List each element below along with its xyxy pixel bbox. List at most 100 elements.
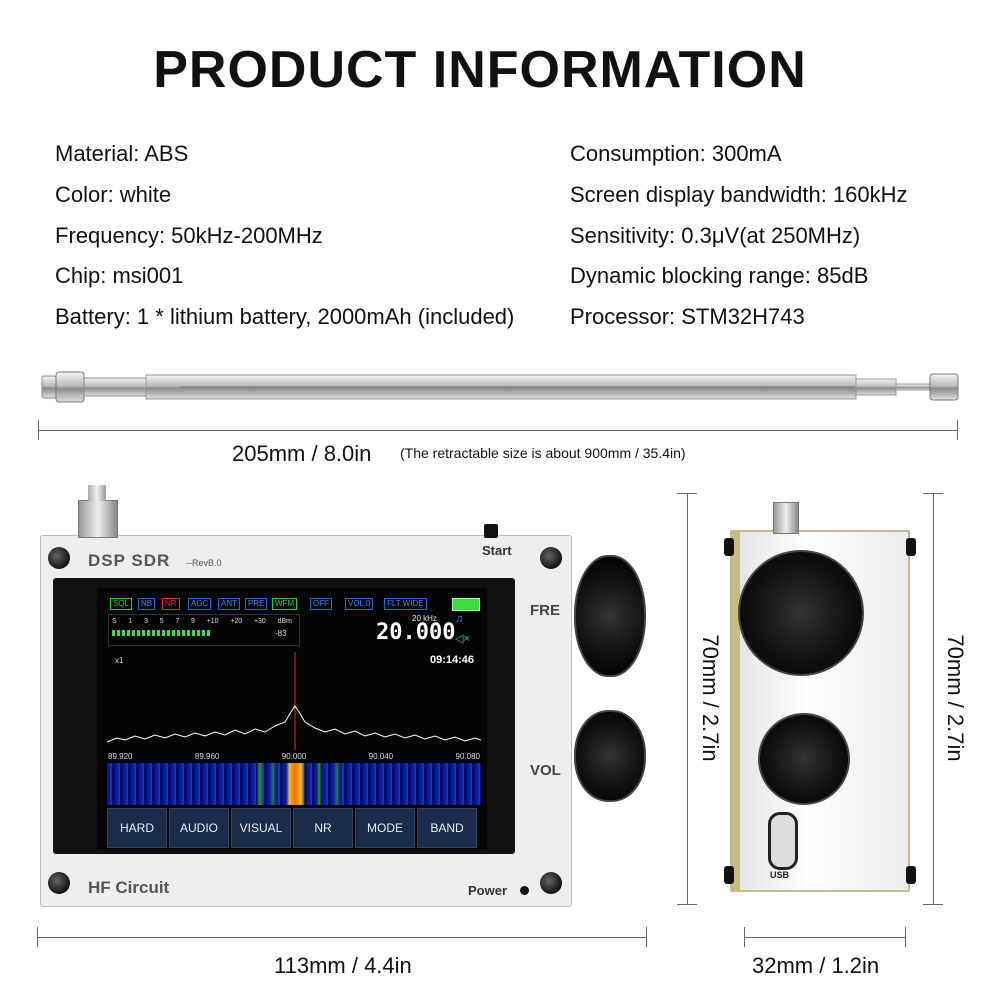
audio-button[interactable]: AUDIO: [169, 808, 229, 848]
screw-icon: [540, 547, 562, 569]
depth-dimension-line: [744, 937, 906, 938]
antenna-retractable-note: (The retractable size is about 900mm / 3…: [400, 445, 686, 461]
page-title: PRODUCT INFORMATION: [153, 41, 807, 99]
frequency-tick: 90.000: [281, 752, 307, 761]
tag-vol: VOL 0: [345, 598, 374, 610]
s-meter-tick: 5: [159, 618, 164, 625]
spec-color: Color: white: [55, 182, 172, 207]
height-dimension-left: 70mm / 2.7in: [698, 634, 723, 762]
s-meter-bar: [112, 630, 212, 636]
spec-frequency: Frequency: 50kHz-200MHz: [55, 223, 323, 248]
frequency-tick: 89.960: [194, 752, 220, 761]
s-meter-scale: S 1 3 5 7 9 +10 +20 +30 dBm: [112, 618, 292, 625]
s-meter-tick: +30: [253, 618, 266, 625]
tag-filter: FLT WIDE: [384, 598, 427, 610]
power-label: Power: [468, 883, 508, 898]
footer-label: HF Circuit: [88, 878, 170, 897]
spec-consumption: Consumption: 300mA: [570, 141, 782, 166]
clock: 09:14:46: [430, 654, 475, 666]
s-meter-tick: 7: [175, 618, 180, 625]
tag-nb: NB: [138, 598, 156, 610]
spectrum-trace: [106, 705, 482, 743]
dimension-tick: [957, 420, 958, 440]
dimension-tick: [923, 493, 943, 494]
height-dimension-line: [933, 493, 934, 905]
tag-sql: SQL: [110, 598, 133, 610]
headphone-icon: ♫: [455, 613, 464, 625]
antenna-dimension-line: [38, 430, 958, 431]
fre-knob[interactable]: [574, 555, 646, 677]
side-foot: [724, 866, 734, 884]
height-dimension-right: 70mm / 2.7in: [943, 634, 968, 762]
side-foot: [724, 538, 734, 556]
depth-dimension: 32mm / 1.2in: [752, 953, 880, 978]
spec-sensitivity: Sensitivity: 0.3μV(at 250MHz): [570, 223, 861, 248]
spec-chip: Chip: msi001: [55, 263, 184, 288]
band-button[interactable]: BAND: [417, 808, 477, 848]
spectrum-plot: [106, 652, 482, 750]
usb-c-port-icon: [768, 812, 798, 870]
waterfall-display: [107, 763, 481, 805]
vol-knob[interactable]: [574, 710, 646, 802]
s-meter-tick: +20: [230, 618, 243, 625]
vol-label: VOL: [530, 762, 561, 779]
revision-label: --RevB.0: [186, 558, 222, 568]
width-dimension-line: [37, 937, 647, 938]
height-dimension-line: [687, 493, 688, 905]
frequency-readout: 20.000: [376, 620, 456, 645]
side-foot: [906, 866, 916, 884]
tag-nr: NR: [162, 598, 180, 610]
mode-button[interactable]: MODE: [355, 808, 415, 848]
battery-icon: [452, 598, 480, 611]
side-foot: [906, 538, 916, 556]
side-fre-knob: [738, 550, 864, 676]
tag-wfm: WFM: [272, 598, 298, 610]
usb-label: USB: [770, 870, 790, 880]
nr-button[interactable]: NR: [293, 808, 353, 848]
frequency-tick: 90.080: [455, 752, 480, 761]
s-meter-tick: 1: [128, 618, 133, 625]
spec-blocking-range: Dynamic blocking range: 85dB: [570, 263, 869, 288]
s-meter-tick: 9: [191, 618, 195, 625]
power-led-icon: [520, 886, 529, 895]
dimension-tick: [923, 904, 943, 905]
s-meter-tick: 3: [144, 618, 148, 625]
dimension-tick: [37, 927, 38, 947]
antenna-length: 205mm / 8.0in: [232, 441, 372, 466]
frequency-tick: 89.920: [108, 752, 133, 761]
side-connector: [773, 502, 799, 534]
screw-icon: [48, 872, 70, 894]
spec-bandwidth: Screen display bandwidth: 160kHz: [570, 182, 908, 207]
tag-off: OFF: [310, 598, 332, 610]
screw-icon: [48, 547, 70, 569]
spec-processor: Processor: STM32H743: [570, 304, 805, 329]
sma-connector-tip: [88, 485, 106, 501]
antenna-image: [41, 371, 959, 403]
side-vol-knob: [758, 713, 850, 805]
visual-button[interactable]: VISUAL: [231, 808, 291, 848]
start-label: Start: [482, 543, 512, 558]
speaker-muted-icon: ◁×: [455, 633, 470, 645]
sma-connector: [78, 500, 118, 538]
tag-pre: PRE: [245, 598, 268, 610]
s-meter-tick: +10: [206, 618, 219, 625]
width-dimension: 113mm / 4.4in: [274, 953, 412, 978]
hard-button[interactable]: HARD: [107, 808, 167, 848]
spec-material: Material: ABS: [55, 141, 189, 166]
frequency-axis: 89.920 89.960 90.000 90.040 90.080: [108, 752, 480, 761]
tag-agc: AGC: [188, 598, 212, 610]
dimension-tick: [38, 420, 39, 440]
start-button[interactable]: [484, 524, 498, 538]
dimension-tick: [646, 927, 647, 947]
spec-battery: Battery: 1 * lithium battery, 2000mAh (i…: [55, 304, 515, 329]
step-label: 20 kHz: [412, 614, 437, 623]
tag-ant: ANT: [218, 598, 240, 610]
brand-label: DSP SDR: [88, 551, 171, 570]
screw-icon: [540, 872, 562, 894]
frequency-tick: 90.040: [368, 752, 394, 761]
s-meter-value: -83: [275, 629, 287, 638]
fre-label: FRE: [530, 602, 560, 619]
s-meter: [108, 614, 300, 646]
dimension-tick: [677, 493, 697, 494]
dimension-tick: [677, 904, 697, 905]
